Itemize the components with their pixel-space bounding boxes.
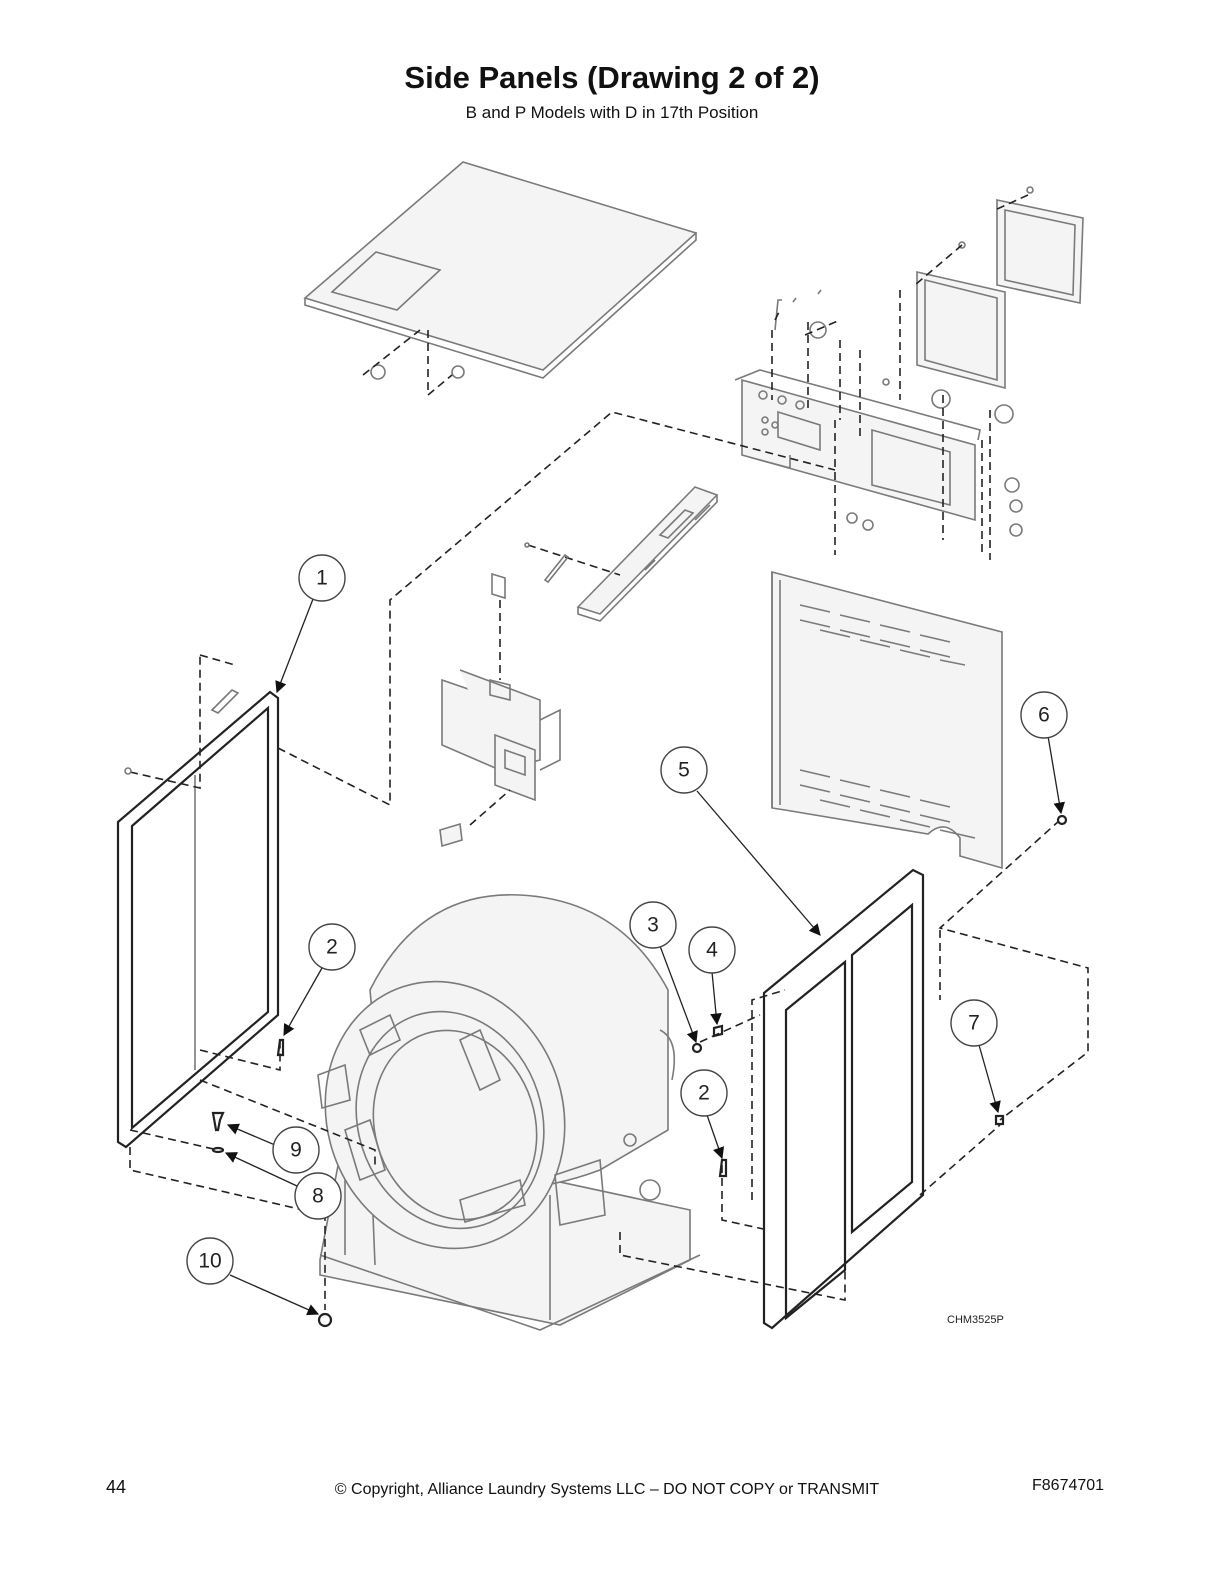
svg-text:8: 8: [312, 1185, 324, 1208]
callout-4: 4: [688, 926, 736, 1026]
left-side-panel: [116, 654, 281, 1149]
svg-text:4: 4: [706, 939, 718, 962]
console-strip: [524, 486, 719, 622]
callout-7: 7: [950, 999, 1001, 1114]
switch-bracket-assembly: [439, 572, 561, 848]
copyright-notice: © Copyright, Alliance Laundry Systems LL…: [334, 1481, 880, 1498]
callout-10: 10: [186, 1237, 320, 1316]
svg-text:10: 10: [198, 1250, 221, 1273]
drawing-code: CHM3525P: [947, 1314, 1004, 1326]
svg-text:2: 2: [326, 936, 338, 959]
callout-2-right: 2: [680, 1069, 728, 1160]
control-panel-assembly: [734, 186, 1084, 560]
assembly-guide-lines: [129, 819, 1089, 1310]
top-panel: [303, 161, 698, 397]
drum-and-base: [199, 894, 701, 1331]
fasteners: [211, 814, 1068, 1328]
callout-5: 5: [660, 746, 821, 936]
callout-3: 3: [629, 901, 698, 1044]
callout-2-left: 2: [283, 923, 356, 1037]
svg-text:6: 6: [1038, 704, 1050, 727]
right-side-panel: [751, 868, 925, 1330]
page-subtitle: B and P Models with D in 17th Position: [465, 103, 759, 122]
svg-text:2: 2: [698, 1082, 710, 1105]
callout-6: 6: [1020, 691, 1068, 815]
svg-text:1: 1: [316, 567, 328, 590]
rear-panel: [771, 570, 1003, 870]
svg-text:3: 3: [647, 914, 659, 937]
assembly-guide-line: [277, 411, 836, 807]
page-number: 44: [106, 1477, 127, 1497]
callout-9: 9: [226, 1123, 320, 1174]
callout-1: 1: [275, 554, 346, 694]
svg-text:5: 5: [678, 759, 690, 782]
callout-8: 8: [224, 1152, 342, 1220]
page-title: Side Panels (Drawing 2 of 2): [404, 60, 820, 95]
svg-text:9: 9: [290, 1139, 302, 1162]
svg-text:7: 7: [968, 1012, 980, 1035]
document-number: F8674701: [1032, 1477, 1105, 1494]
